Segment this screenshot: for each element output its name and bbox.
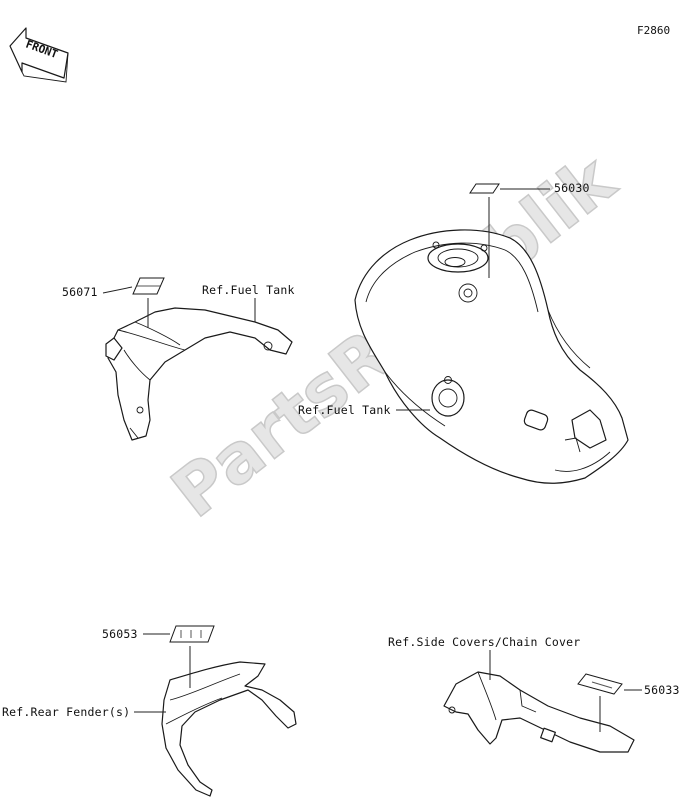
ref-rear-fender: Ref.Rear Fender(s) [2, 705, 130, 719]
rear-fender-drawing [161, 625, 297, 797]
front-arrow-icon: FRONT [9, 27, 69, 83]
fuel-tank-drawing [354, 183, 629, 484]
part-56071: 56071 [62, 285, 98, 299]
ref-side-covers: Ref.Side Covers/Chain Cover [388, 635, 580, 649]
chain-cover-drawing [443, 671, 635, 753]
figure-code: F2860 [637, 24, 670, 37]
part-56030: 56030 [554, 181, 590, 195]
ref-fuel-tank-right: Ref.Fuel Tank [298, 403, 391, 417]
ref-fuel-tank-left: Ref.Fuel Tank [202, 283, 295, 297]
part-56033: 56033 [644, 683, 680, 697]
part-56053: 56053 [102, 627, 138, 641]
tank-cover-drawing [105, 277, 293, 441]
